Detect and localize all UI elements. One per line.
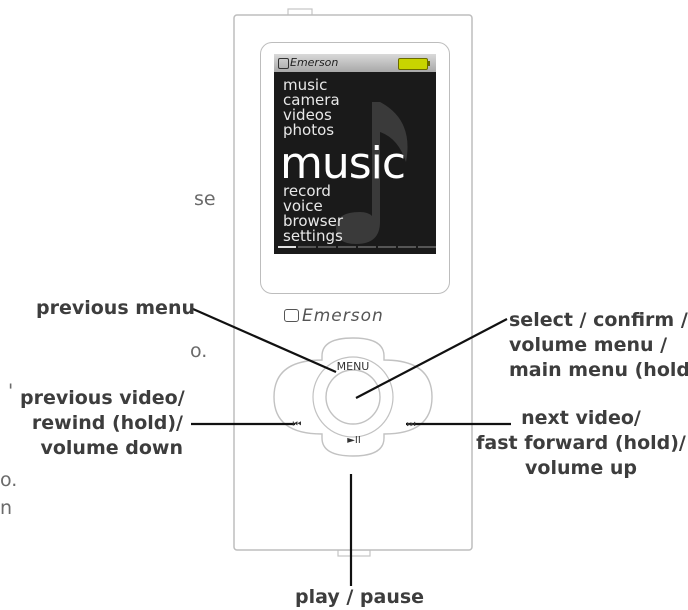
callout-line: rewind (hold)/ (31, 412, 183, 434)
callout-previous-video: previous video/ rewind (hold)/ volume do… (20, 386, 185, 461)
menu-item-settings[interactable]: settings (283, 227, 343, 245)
menu-item-voice[interactable]: voice (283, 197, 323, 215)
callout-line: volume up (525, 457, 637, 479)
callout-line: volume menu / (509, 334, 668, 356)
menu-item-photos[interactable]: photos (283, 121, 335, 139)
play-pause-button[interactable]: ►II (347, 434, 361, 446)
next-button[interactable]: ⏭ (406, 418, 416, 430)
lcd-status-bar: Emerson (274, 54, 436, 72)
callout-select: select / confirm / volume menu / main me… (509, 308, 688, 383)
callout-previous-menu: previous menu (36, 296, 195, 321)
left-fragment-1: se (194, 188, 216, 210)
menu-item-browser[interactable]: browser (283, 212, 344, 230)
callout-next-video: next video/ fast forward (hold)/ volume … (476, 406, 686, 481)
select-button (325, 369, 381, 425)
device-brand: Emerson (302, 306, 384, 326)
bottom-connector (337, 549, 371, 557)
pointer-select (355, 318, 508, 399)
menu-item-record[interactable]: record (283, 182, 331, 200)
callout-line: next video/ (521, 407, 641, 429)
selected-menu-label: music (280, 138, 406, 189)
callout-play-pause: play / pause (295, 585, 424, 610)
left-fragment-5: n (0, 497, 13, 519)
battery-tip (427, 61, 430, 66)
left-fragment-3: ' (8, 380, 14, 402)
callout-line: select / confirm / (509, 309, 688, 331)
menu-item-camera[interactable]: camera (283, 91, 340, 109)
menu-item-music[interactable]: music (283, 76, 328, 94)
callout-line: fast forward (hold)/ (476, 432, 686, 454)
menu-button[interactable]: MENU (336, 359, 370, 373)
lcd-display: Emerson music camera videos photos music… (274, 54, 436, 254)
callout-line: play / pause (295, 586, 425, 608)
menu-item-videos[interactable]: videos (283, 106, 332, 124)
pointer-previous-menu (192, 307, 337, 374)
dpad-ring (312, 356, 394, 438)
callout-line: main menu (hold) (509, 359, 688, 381)
left-fragment-2: o. (190, 340, 208, 362)
callout-line: previous menu (36, 297, 195, 319)
music-note-icon (336, 102, 408, 244)
callout-line: previous video/ (20, 387, 185, 409)
callout-line: volume down (40, 437, 183, 459)
previous-button[interactable]: ⏮ (292, 418, 302, 430)
lcd-brand: Emerson (290, 56, 339, 69)
left-fragment-4: o. (0, 469, 18, 491)
emerson-logo-icon (284, 309, 299, 322)
emerson-logo-icon (278, 58, 289, 69)
